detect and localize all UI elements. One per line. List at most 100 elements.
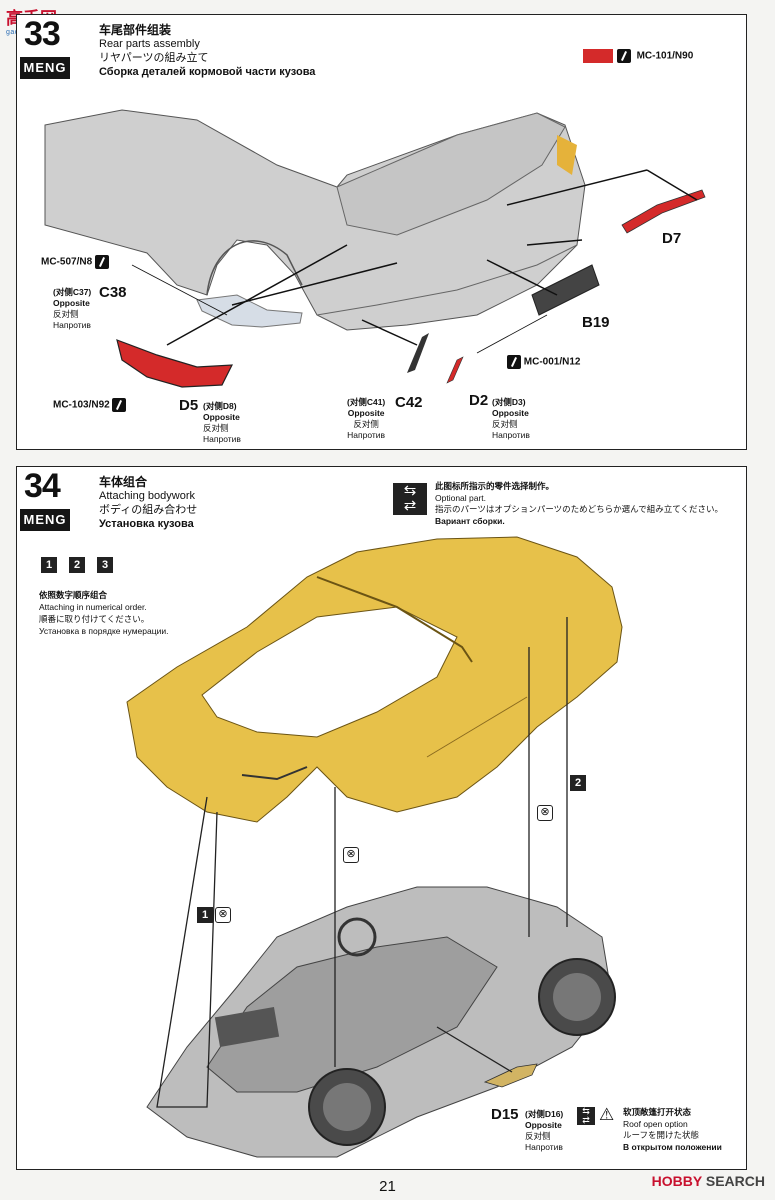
opposite-en: Opposite [525,1120,562,1130]
step-number: 34 [24,467,61,505]
paint-code: MC-103/N92 [53,399,110,411]
opposite-ru: Напротив [347,430,386,440]
watermark-suffix: SEARCH [705,1173,765,1189]
optional-part-icon: ⇆⇄ [393,483,427,515]
opposite-zh: 反对侧 [492,419,518,429]
part-label-d15: (对侧D16) Opposite 反对侧 Напротив [525,1109,563,1153]
roof-en: Roof open option [623,1118,688,1129]
opposite-en: Opposite [347,408,385,418]
optional-part-note: 此图标所指示的零件选择制作。 Optional part. 指示のパーツはオプシ… [435,481,723,527]
rear-wheel-rim [323,1083,371,1131]
steering-wheel [337,917,377,957]
paint-callout-top: MC-101/N90 [583,49,693,63]
step-number: 33 [24,15,61,53]
order-step-3: 3 [97,557,113,573]
step-34-panel: 34 MENG 车体组合 Attaching bodywork ボディの組み合わ… [16,466,747,1170]
paint-callout-mc001: MC-001/N12 [507,355,580,369]
title-zh: 车体组合 [99,475,148,489]
title-zh: 车尾部件组装 [99,23,172,37]
color-swatch [583,49,613,63]
step-marker-1: 1 [197,907,213,923]
step-badge: 33 MENG [17,15,75,85]
order-instructions: 依照数字顺序组合 Attaching in numerical order. 順… [39,589,168,637]
part-d15-id: D15 [491,1106,519,1123]
opposite-ru: Напротив [492,430,530,440]
part-d2 [446,356,464,384]
step-badge: 34 MENG [17,467,75,537]
order-ja: 順番に取り付けてください。 [39,614,150,624]
no-glue-icon: ⊗ [343,847,359,863]
title-en: Rear parts assembly [99,38,200,50]
alignment-arrows [156,617,568,1108]
part-label-d2: (对侧D3) Opposite 反对侧 Напротив [492,397,530,441]
optional-ru: Вариант сборки. [435,515,505,526]
alt-part: (对侧D3) [492,397,526,407]
brush-icon [112,398,127,412]
opposite-ru: Напротив [203,434,241,444]
title-ja: ボディの組み合わせ [99,504,198,516]
title-ru: Сборка деталей кормовой части кузова [99,66,316,78]
optional-ja: 指示のパーツはオプションパーツのためどちらか選んで組み立てください。 [435,504,723,514]
paint-callout-mc507: MC-507/N8 [41,255,109,269]
paint-code: MC-507/N8 [41,256,93,268]
opposite-zh: 反对侧 [353,419,379,429]
part-d2-id: D2 [469,392,489,409]
roof-open-note: 软顶敞篷打开状态 Roof open option ルーフを開けた状態 В от… [623,1107,722,1153]
paint-code: MC-001/N12 [523,356,581,368]
opposite-zh: 反对侧 [53,309,79,319]
optional-zh: 此图标所指示的零件选择制作。 [435,481,555,491]
watermark-brand: HOBBY [651,1173,702,1189]
part-c38-id: C38 [99,284,127,301]
order-en: Attaching in numerical order. [39,602,147,612]
opposite-zh: 反对侧 [525,1131,551,1141]
brand-logo: MENG [20,509,70,531]
roof-zh: 软顶敞篷打开状态 [623,1107,692,1117]
opposite-ru: Напротив [53,320,91,330]
door-line [426,696,528,758]
leader-lines [131,264,548,354]
warning-icon: ⚠ [599,1105,615,1124]
opposite-en: Opposite [203,412,240,422]
part-d15 [483,1063,538,1088]
part-d5-id: D5 [179,397,199,414]
part-d7 [621,189,706,234]
order-step-1: 1 [41,557,57,573]
part-label-c38: (对侧C37) Opposite 反对侧 Напротив [53,287,91,331]
no-glue-icon: ⊗ [215,907,231,923]
part-b19-id: B19 [582,314,610,331]
page-number: 21 [379,1178,396,1195]
part-d5 [116,339,233,388]
alt-part: (对侧C37) [53,287,92,297]
wheel-arch [206,240,303,296]
optional-en: Optional part. [435,492,487,503]
windshield-frame [316,576,473,663]
part-label-c42: (对侧C41) Opposite 反对侧 Напротив [347,397,385,441]
part-c42-id: C42 [395,394,423,411]
interior-tub [206,936,498,1093]
title-ru: Установка кузова [99,518,194,530]
optional-part-icon: ⇆⇄ [577,1107,595,1125]
opposite-zh: 反对侧 [203,423,229,433]
order-zh: 依照数字顺序组合 [39,590,108,600]
tail-light [241,766,308,781]
trunk-lid [336,112,566,236]
brand-logo: MENG [20,57,70,79]
title-en: Attaching bodywork [99,490,195,502]
order-ru: Установка в порядке нумерации. [39,626,169,636]
part-c42 [407,333,429,373]
cockpit-opening [201,606,458,738]
hobby-search-watermark: HOBBY SEARCH [652,1173,765,1189]
part-label-d5: (对侧D8) Opposite 反对侧 Напротив [203,401,241,445]
bumper-line [316,244,578,316]
step-titles: 车体组合 Attaching bodywork ボディの組み合わせ Устано… [99,475,197,531]
roof-ja: ルーフを開けた状態 [623,1130,699,1140]
brush-icon [617,49,631,63]
part-b19 [531,264,600,316]
alt-part: (对侧C41) [347,397,386,407]
step-33-panel: 33 MENG 车尾部件组装 Rear parts assembly リヤパーツ… [16,14,747,450]
brush-icon [507,355,521,369]
rear-light-amber [557,135,577,175]
paint-callout-mc103: MC-103/N92 [53,398,127,412]
rear-grille [214,1007,280,1047]
part-d7-id: D7 [662,230,682,247]
